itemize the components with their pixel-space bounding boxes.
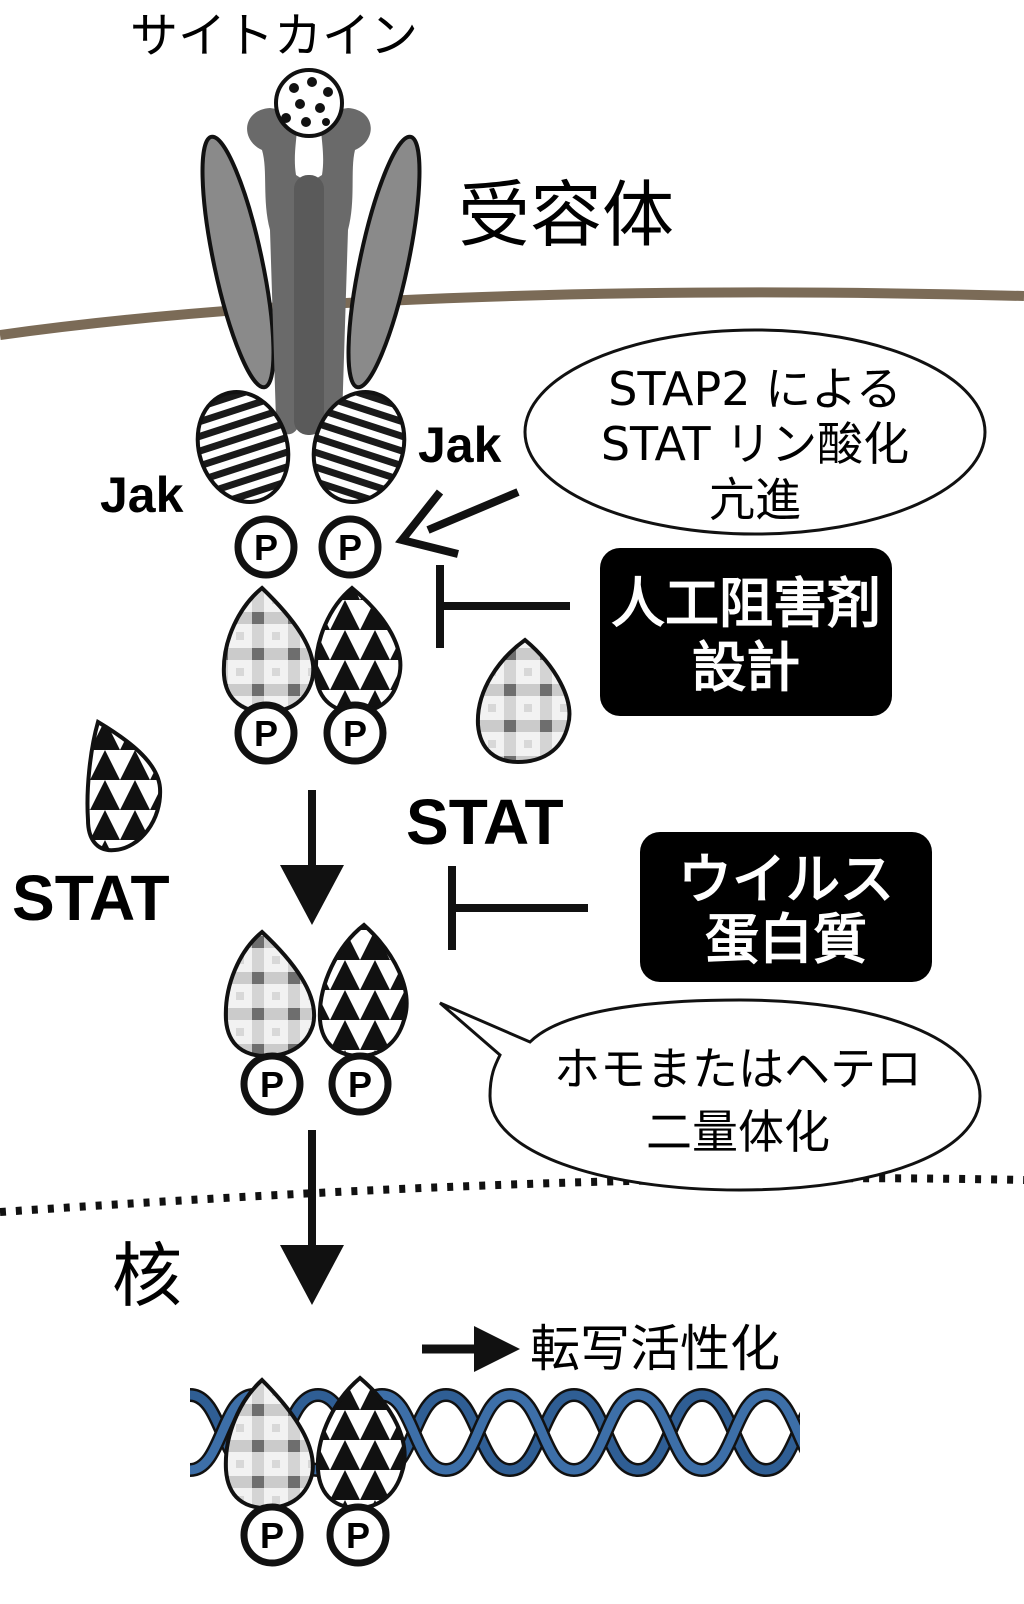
jak-left-label: Jak [100,467,184,523]
inhibitor-line-1: 人工阻害剤 [611,572,881,635]
receptor-label: 受容体 [458,173,674,257]
stap2-line-1: STAP2 による [608,362,901,416]
stat-left-label: STAT [12,862,170,934]
phospho-group-stat2: P P [240,1052,392,1116]
stat-free-triangle [85,718,163,853]
receptor [200,108,422,435]
transcription-label: 転写活性化 [530,1320,780,1378]
phospho-label: P [346,1515,370,1556]
phospho-label: P [260,1064,284,1105]
nucleus-label: 核 [112,1235,182,1317]
receptor-core [247,108,304,435]
arrow-down-1 [280,790,344,925]
receptor-outer-right [346,134,422,390]
receptor-core-right [314,108,371,435]
receptor-stalk [294,175,324,435]
receptor-outer-left [200,134,276,390]
dimer-callout: ホモまたはヘテロ 二量体化 [439,998,982,1192]
inhibitor-line-2: 設計 [692,636,800,699]
dimer-line-2: 二量体化 [646,1105,830,1159]
transcription-arrow [422,1326,520,1372]
phospho-group-stat1: P P [234,701,387,765]
phospho-label: P [254,527,278,568]
viral-protein-box: ウイルス 蛋白質 [640,832,932,982]
phospho-label: P [260,1515,284,1556]
stat-triangle-2 [317,922,409,1059]
arrow-down-2 [280,1130,344,1305]
jak-left-oval [195,390,291,504]
jak-right-label: Jak [418,417,502,473]
cytokine-label: サイトカイン [130,8,418,64]
inhibitor-box: 人工阻害剤 設計 [600,548,892,716]
phospho-group-stat3: P P [240,1503,390,1567]
phospho-label: P [338,527,362,568]
stap2-line-3: 亢進 [709,473,801,527]
viral-line-1: ウイルス [678,848,894,911]
stap2-callout: STAP2 による STAT リン酸化 亢進 [523,328,987,536]
phospho-label: P [348,1064,372,1105]
stat-checkered-1 [221,585,316,715]
stat-free-checkered [475,637,572,765]
inhibitor-block-symbol [436,565,570,648]
phospho-label: P [343,713,367,754]
phospho-group-jak: P P [234,515,382,579]
nuclear-envelope [0,1174,1024,1216]
phospho-label: P [254,713,278,754]
stat-checkered-2 [223,929,317,1059]
cell-membrane [0,287,1024,340]
stap2-arrow [395,488,520,558]
stap2-line-2: STAT リン酸化 [601,417,909,471]
viral-block-symbol [448,866,588,950]
jak-right-oval [311,390,407,504]
dimer-line-1: ホモまたはヘテロ [554,1042,922,1096]
stat-triangle-1 [313,585,403,715]
stat-right-label: STAT [406,786,564,858]
viral-line-2: 蛋白質 [705,908,867,971]
cytokine-ligand [274,68,344,138]
